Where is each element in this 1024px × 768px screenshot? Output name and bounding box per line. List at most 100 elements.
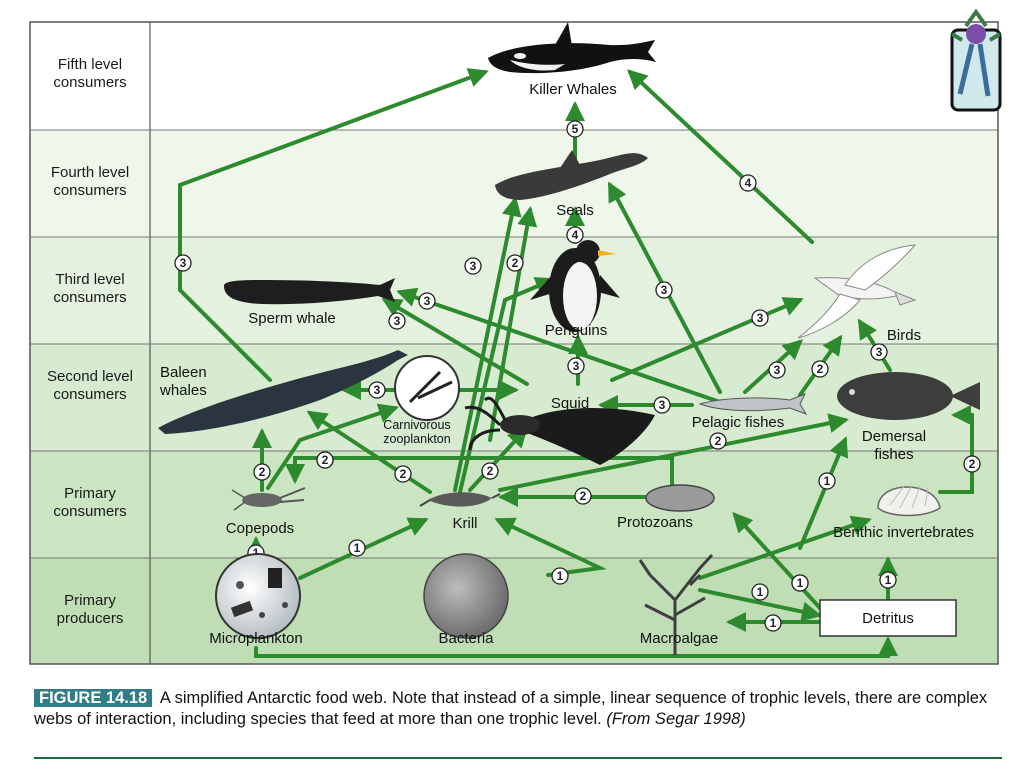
step-marker-squid-spermwhale <box>388 312 406 330</box>
label-demersal-fishes: Demersal fishes <box>861 428 927 463</box>
step-number-krill-baleen: 2 <box>400 467 407 481</box>
level-labels: Fifth level consumers Fourth level consu… <box>47 56 133 627</box>
level-label-fourth: Fourth level consumers <box>50 164 130 199</box>
step-number-squid-spermwhale: 3 <box>394 314 401 328</box>
caption-source: (From Segar 1998) <box>606 710 746 728</box>
step-number-micro-copepods: 1 <box>253 546 260 560</box>
step-number-benthic-demersal: 1 <box>824 474 831 488</box>
arrow-producers-detritus <box>254 636 898 658</box>
arrow-benthic-demersal <box>798 436 849 550</box>
label-microplankton: Microplankton <box>209 630 302 647</box>
step-marker-protozoans-copepods <box>316 451 334 469</box>
step-marker-pelagic-sperm <box>418 292 436 310</box>
label-protozoans: Protozoans <box>617 514 693 531</box>
step-number-pelagic-squid: 3 <box>659 398 666 412</box>
step-marker-squid-penguins <box>567 357 585 375</box>
level-label-primary-producers: Primary producers <box>56 592 124 627</box>
level-label-third: Third level consumers <box>53 271 127 306</box>
label-penguins: Penguins <box>545 322 608 339</box>
detritus-box <box>819 599 957 637</box>
label-pelagic-fishes: Pelagic fishes <box>692 414 785 431</box>
figure-caption: FIGURE 14.18 A simplified Antarctic food… <box>34 688 994 730</box>
step-marker-detritus-protozoans <box>791 574 809 592</box>
label-sperm-whale: Sperm whale <box>248 310 336 327</box>
arrow-baleen-killer <box>178 68 489 382</box>
step-number-pelagic-birds3: 3 <box>774 363 781 377</box>
arrow-macro-benthic <box>698 515 872 580</box>
label-bacteria: Bacteria <box>438 630 494 647</box>
step-marker-macro-detritus <box>751 583 769 601</box>
step-number-krill-squid: 2 <box>487 464 494 478</box>
step-marker-zoo-baleen <box>368 381 386 399</box>
label-baleen-whales: Baleen whales <box>160 364 207 399</box>
arrow-squid-seals <box>488 206 538 442</box>
level-label-primary-consumers: Primary consumers <box>53 485 127 520</box>
step-marker-squid-birds <box>751 309 769 327</box>
microplankton-figure <box>215 553 301 639</box>
arrow-squid-birds <box>610 297 804 382</box>
trophic-step-markers: 111111111222222222233333333333445 <box>174 120 981 632</box>
step-marker-seals-killer <box>566 120 584 138</box>
squid-figure <box>464 396 655 465</box>
step-marker-squid-seals <box>655 281 673 299</box>
step-number-penguins-seals: 4 <box>572 228 579 242</box>
step-marker-krill-seals <box>464 257 482 275</box>
label-birds: Birds <box>887 327 921 344</box>
step-number-bacteria-krill: 1 <box>557 569 564 583</box>
step-number-pelagic-sperm: 3 <box>424 294 431 308</box>
organisms: Killer Whales Seals Penguins Sperm whale <box>158 22 980 655</box>
label-macroalgae: Macroalgae <box>640 630 718 647</box>
level-label-second: Second level consumers <box>47 368 133 403</box>
step-number-squid-birds: 3 <box>757 311 764 325</box>
step-number-copepods-baleen: 2 <box>259 465 266 479</box>
label-copepods: Copepods <box>226 520 294 537</box>
step-number-krill-demersal: 2 <box>715 434 722 448</box>
step-marker-benthic-demersal2 <box>963 455 981 473</box>
arrow-krill-squid <box>468 427 528 492</box>
step-number-squid-seals: 3 <box>661 283 668 297</box>
macroalgae-figure <box>638 553 714 655</box>
carnivorous-zooplankton-figure <box>394 355 460 421</box>
arrow-detritus-protozoans <box>732 512 822 610</box>
baleen-whale-figure <box>158 350 408 434</box>
label-detritus: Detritus <box>862 610 914 627</box>
arrow-benthic-demersal2 <box>938 405 974 494</box>
arrow-copepods-zoo <box>266 403 399 490</box>
protozoan-figure <box>645 484 715 512</box>
step-number-macro-detritus: 1 <box>757 585 764 599</box>
arrow-pelagic-sperm <box>396 287 722 404</box>
step-marker-pelagic-squid <box>653 396 671 414</box>
step-marker-penguins-seals <box>566 226 584 244</box>
label-carnivorous-zooplankton: Carnivorous zooplankton <box>383 418 451 446</box>
label-squid: Squid <box>551 395 589 412</box>
arrow-krill-demersal <box>498 413 849 492</box>
caption-text: A simplified Antarctic food web. Note th… <box>34 689 988 728</box>
step-number-detritus-protozoans: 1 <box>797 576 804 590</box>
step-marker-krill-penguins <box>506 254 524 272</box>
sperm-whale-figure <box>224 278 395 305</box>
arrow-krill-penguins <box>458 277 556 494</box>
step-marker-demersal-birds <box>870 343 888 361</box>
step-number-zoo-baleen: 3 <box>374 383 381 397</box>
step-marker-detritus-macro <box>764 614 782 632</box>
krill-figure <box>419 492 501 507</box>
step-marker-krill-baleen <box>394 465 412 483</box>
step-number-seals-killer: 5 <box>572 122 579 136</box>
arrow-protozoans-copepods <box>285 456 674 487</box>
step-marker-pelagic-birds <box>811 360 829 378</box>
step-number-protozoans-krill: 2 <box>580 489 587 503</box>
arrow-squid-sperm <box>381 297 529 386</box>
step-marker-baleen-killer <box>174 254 192 272</box>
label-seals: Seals <box>556 202 594 219</box>
step-number-demersal-birds: 3 <box>876 345 883 359</box>
step-marker-protozoans-krill <box>574 487 592 505</box>
step-marker-krill-demersal <box>709 432 727 450</box>
level-bands <box>29 21 999 665</box>
arrow-birds-killer <box>627 69 814 244</box>
step-number-detritus-benthic: 1 <box>885 573 892 587</box>
step-marker-pelagic-birds3 <box>768 361 786 379</box>
level-label-fifth: Fifth level consumers <box>53 56 127 91</box>
demersal-fish-figure <box>837 372 980 420</box>
label-benthic-invertebrates: Benthic invertebrates <box>833 525 974 541</box>
